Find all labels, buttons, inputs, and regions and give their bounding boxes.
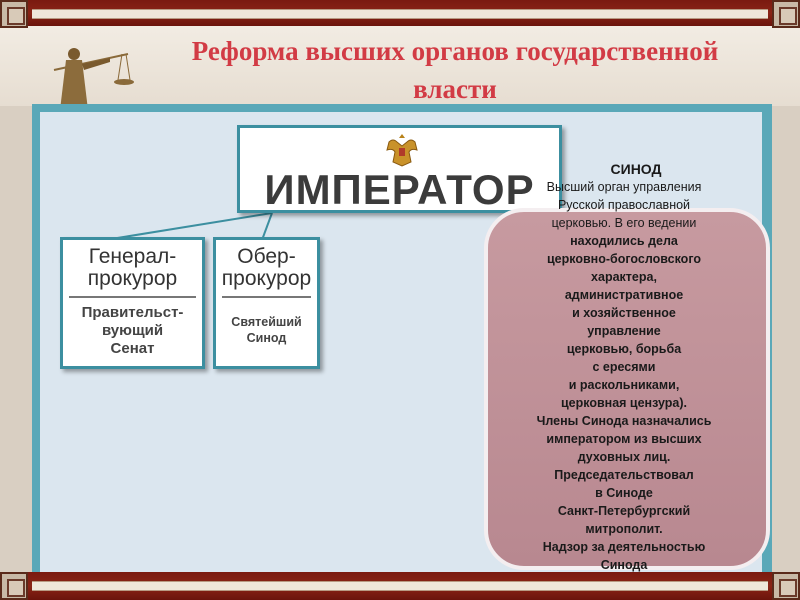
bottom-frame-bar [0, 572, 800, 600]
title-line-2: власти [413, 74, 497, 104]
synod-info-card [484, 208, 770, 570]
synod-line: в Синоде [595, 486, 653, 500]
title-line: прокурор [221, 267, 312, 290]
top-frame-bar [0, 0, 800, 26]
body-line: Правительст- [81, 304, 184, 321]
synod-line: Синода [600, 558, 648, 572]
synod-line: духовных лиц. [577, 450, 671, 464]
corner-ornament [0, 0, 28, 28]
synod-line: находились дела [570, 234, 678, 248]
synod-line: Высший орган управления [546, 180, 702, 194]
general-prosecutor-box: Генерал- прокурор Правительст- вующий Се… [60, 237, 205, 369]
synod-label: Святейший Синод [216, 314, 317, 346]
body-line: Святейший [231, 315, 302, 329]
synod-line: управление [587, 324, 661, 338]
corner-ornament [0, 572, 28, 600]
body-line: Сенат [110, 340, 155, 357]
title-line-1: Реформа высших органов государственной [191, 36, 719, 66]
synod-line: Надзор за деятельностью [542, 540, 706, 554]
general-prosecutor-title: Генерал- прокурор [63, 246, 202, 290]
body-line: Синод [246, 331, 287, 345]
divider [222, 296, 311, 298]
title-line: Генерал- [88, 245, 177, 268]
title-line: Обер- [237, 245, 296, 268]
synod-line: Санкт-Петербургский [557, 504, 691, 518]
senate-label: Правительст- вующий Сенат [63, 304, 202, 358]
synod-line: императором из высших [546, 432, 702, 446]
header-background [0, 26, 800, 106]
synod-line: и раскольниками, [568, 378, 680, 392]
synod-line: с ересями [592, 360, 656, 374]
synod-line: и хозяйственное [572, 306, 676, 320]
synod-line: Русской православной [557, 198, 691, 212]
slide-title: Реформа высших органов государственной в… [130, 32, 780, 108]
chief-prosecutor-title: Обер- прокурор [216, 246, 317, 290]
body-line: вующий [101, 322, 164, 339]
emperor-label: ИМПЕРАТОР [264, 166, 535, 213]
synod-line: церковно-богословского [547, 252, 701, 266]
synod-line: Председательствовал [554, 468, 694, 482]
synod-line: митрополит. [585, 522, 663, 536]
divider [69, 296, 196, 298]
themis-statue-image [53, 48, 134, 110]
synod-line: Члены Синода назначались [536, 414, 712, 428]
double-headed-eagle-icon [386, 134, 418, 167]
synod-line: церковью, борьба [566, 342, 682, 356]
corner-ornament [772, 572, 800, 600]
chief-prosecutor-box: Обер- прокурор Святейший Синод [213, 237, 320, 369]
synod-line: административное [564, 288, 684, 302]
synod-line: церковная цензура). [560, 396, 688, 410]
title-line: прокурор [87, 267, 178, 290]
synod-line: церковью. В его ведении [551, 216, 697, 230]
emperor-box: ИМПЕРАТОР [237, 125, 562, 213]
synod-heading: СИНОД [610, 161, 662, 177]
synod-line: характера, [591, 270, 657, 284]
synod-description: СИНОД Высший орган управления Русской пр… [500, 160, 748, 574]
corner-ornament [772, 0, 800, 28]
